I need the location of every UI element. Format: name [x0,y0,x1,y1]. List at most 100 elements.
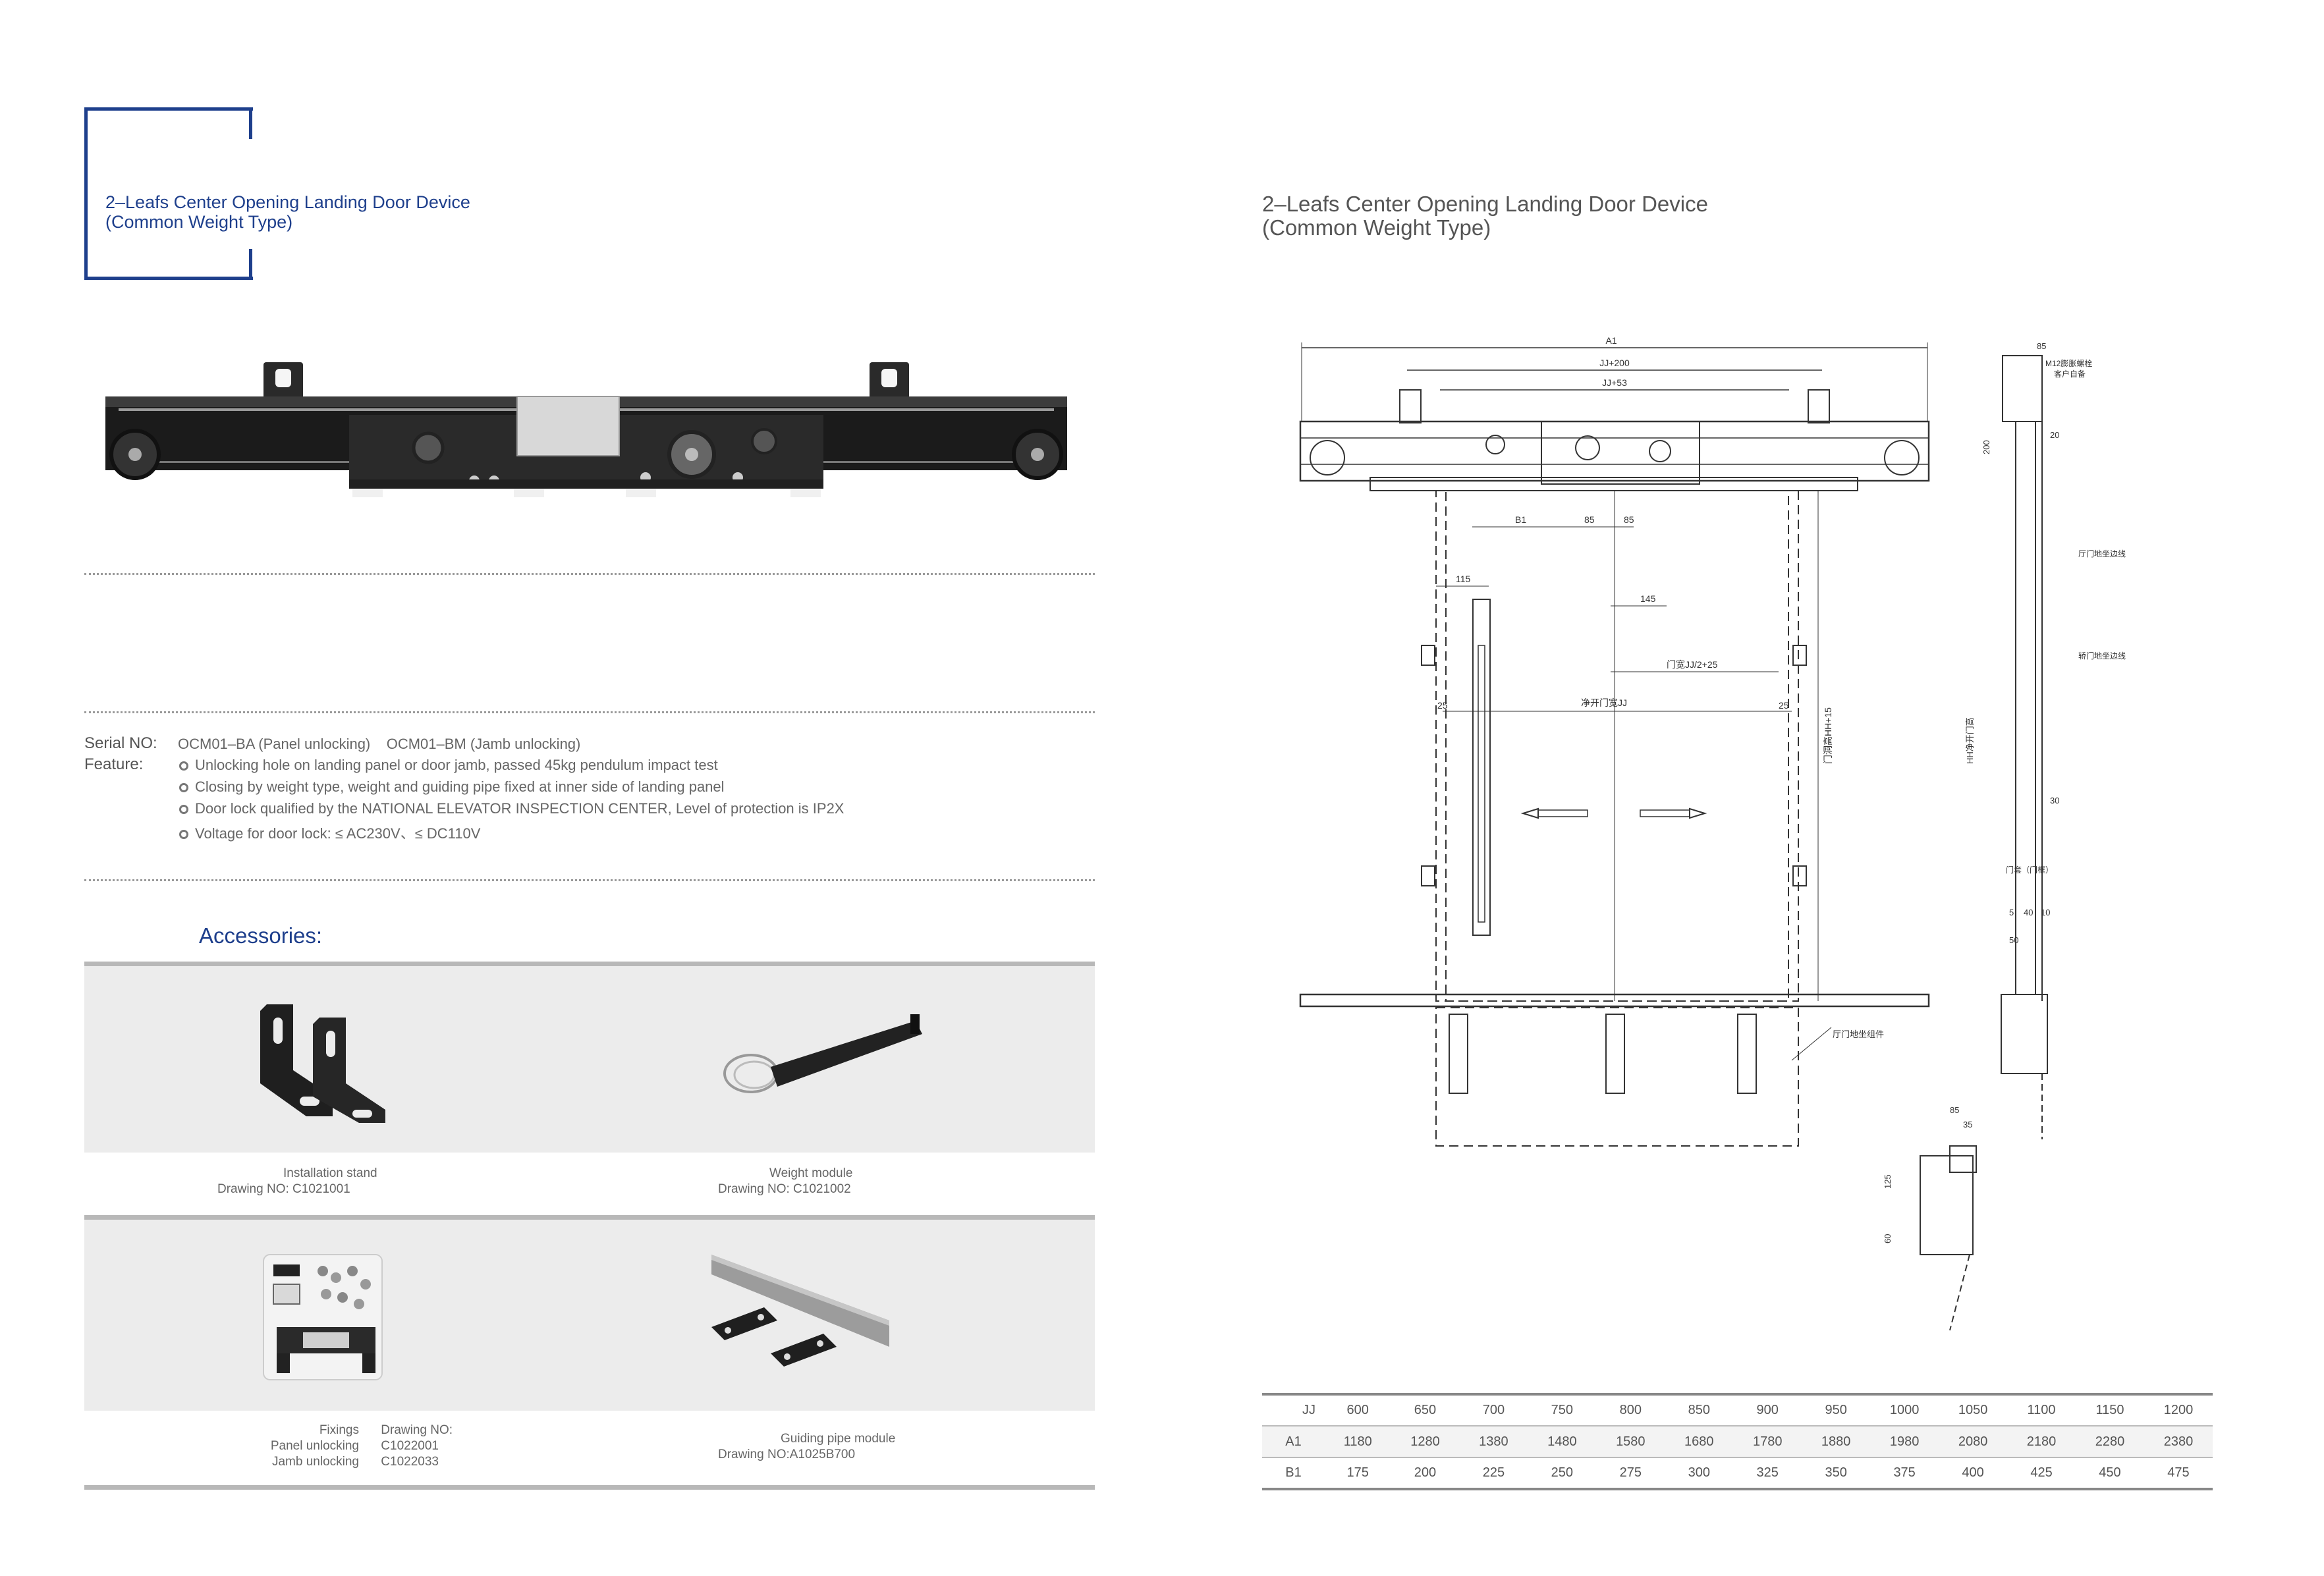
left-page-title: 2–Leafs Center Opening Landing Door Devi… [105,192,470,232]
table-cell: 1580 [1596,1426,1665,1458]
label-sill: 厅门地坐组件 [1833,1029,1884,1039]
table-row-head: A1 [1262,1426,1325,1458]
product-photo [105,362,1067,507]
table-row-head: JJ [1262,1393,1325,1427]
label-m12: M12膨胀螺栓 [2045,358,2092,368]
guiding-pipe-image [705,1248,902,1396]
divider [84,711,1095,713]
side-30: 30 [2050,796,2059,805]
title-subline: (Common Weight Type) [1262,215,1491,240]
side-20: 20 [2050,430,2059,440]
table-cell: 1680 [1665,1426,1734,1458]
accessory-divider [84,1215,1095,1220]
side-40: 40 [2024,908,2033,917]
side-5: 5 [2009,908,2014,917]
accessories-title: Accessories: [199,923,323,948]
table-cell: 1200 [2144,1393,2213,1427]
table-cell: 750 [1528,1393,1597,1427]
door-device-illustration [105,362,1067,497]
table-cell: 275 [1596,1457,1665,1490]
label-door-side1: 厅门地坐边线 [2078,549,2126,558]
table-cell: 700 [1459,1393,1528,1427]
accessory-divider [84,1485,1095,1490]
right-page-title: 2–Leafs Center Opening Landing Door Devi… [1262,192,1708,240]
dim-jj200: JJ+200 [1599,358,1630,368]
weight-module-image [718,1001,935,1110]
table-cell: 1480 [1528,1426,1597,1458]
dim-height: 门洞高HH+15 [1823,707,1833,764]
feature-text: Voltage for door lock: ≤ AC230V、≤ DC110V [195,825,481,842]
feature-text: Closing by weight type, weight and guidi… [195,778,725,795]
table-cell: 850 [1665,1393,1734,1427]
dimension-table: JJ 600 650 700 750 800 850 900 950 1000 … [1262,1393,2213,1490]
table-cell: 425 [2007,1457,2076,1490]
accessory-band [84,962,1095,1153]
serial-value: OCM01–BA (Panel unlocking) OCM01–BM (Jam… [178,736,581,752]
title-line: 2–Leafs Center Opening Landing Door Devi… [1262,192,1708,216]
dim-25a: 25 [1437,700,1448,711]
feature-text: Door lock qualified by the NATIONAL ELEV… [195,800,844,817]
table-cell: 1880 [1802,1426,1871,1458]
accessory-name: Guiding pipe module [781,1432,896,1446]
fixings-panel-no: C1022001 [381,1439,439,1453]
dim-115: 115 [1456,574,1471,584]
title-subline: (Common Weight Type) [105,212,293,232]
dim-open-width: 门宽JJ/2+25 [1667,659,1718,670]
table-cell: 2380 [2144,1426,2213,1458]
title-frame [84,107,253,280]
table-cell: 375 [1870,1457,1939,1490]
bullet-icon [179,830,188,839]
table-cell: 1180 [1325,1426,1391,1458]
dim-jj53: JJ+53 [1602,377,1627,388]
title-frame-tick [249,249,252,280]
accessory-name: Fixings [319,1423,359,1437]
table-cell: 600 [1325,1393,1391,1427]
table-cell: 325 [1733,1457,1802,1490]
feature-label: Feature: [84,755,144,773]
fixings-panel-row: Panel unlocking C1022001 [257,1438,474,1454]
table-cell: 800 [1596,1393,1665,1427]
side-200: 200 [1981,440,1991,454]
accessory-name: Installation stand [283,1166,377,1180]
table-cell: 1150 [2076,1393,2144,1427]
table-cell: 650 [1391,1393,1460,1427]
feature-item: Door lock qualified by the NATIONAL ELEV… [179,800,844,817]
bullet-icon [179,783,188,792]
table-cell: 225 [1459,1457,1528,1490]
side-hh: HH净开门高 [1965,717,1975,764]
accessory-caption: Fixings Drawing NO: Panel unlocking C102… [257,1423,474,1470]
table-cell: 200 [1391,1457,1460,1490]
small-35: 35 [1963,1120,1972,1129]
table-cell: 950 [1802,1393,1871,1427]
table-cell: 450 [2076,1457,2144,1490]
feature-item: Voltage for door lock: ≤ AC230V、≤ DC110V [179,822,480,843]
small-60: 60 [1883,1234,1893,1243]
dim-25b: 25 [1779,700,1789,711]
feature-item: Unlocking hole on landing panel or door … [179,757,718,774]
table-cell: 900 [1733,1393,1802,1427]
fixings-jamb-no: C1022033 [381,1455,439,1469]
dim-145: 145 [1640,593,1656,604]
dim-a1: A1 [1605,335,1617,346]
table-row: JJ 600 650 700 750 800 850 900 950 1000 … [1262,1393,2213,1427]
small-125: 125 [1883,1174,1893,1189]
dim-b1: B1 [1515,514,1526,525]
table-cell: 2180 [2007,1426,2076,1458]
table-cell: 175 [1325,1457,1391,1490]
table-cell: 250 [1528,1457,1597,1490]
title-frame-tick [249,107,252,139]
fixings-jamb-label: Jamb unlocking [271,1455,359,1469]
table-cell: 1380 [1459,1426,1528,1458]
table-cell: 1100 [2007,1393,2076,1427]
fixings-header-row: Fixings Drawing NO: [257,1423,474,1438]
divider [84,879,1095,881]
label-jamb: 门套（门框） [2006,865,2053,875]
fixings-jamb-row: Jamb unlocking C1022033 [257,1454,474,1470]
table-cell: 2280 [2076,1426,2144,1458]
table-row: A1 1180 1280 1380 1480 1580 1680 1780 18… [1262,1426,2213,1458]
accessory-drawing-no: Drawing NO: C1021002 [718,1182,851,1196]
feature-item: Closing by weight type, weight and guidi… [179,778,725,796]
label-door-side2: 轿门地坐边线 [2078,651,2126,661]
dim-clear-open: 净开门宽JJ [1581,697,1627,708]
bullet-icon [179,805,188,814]
